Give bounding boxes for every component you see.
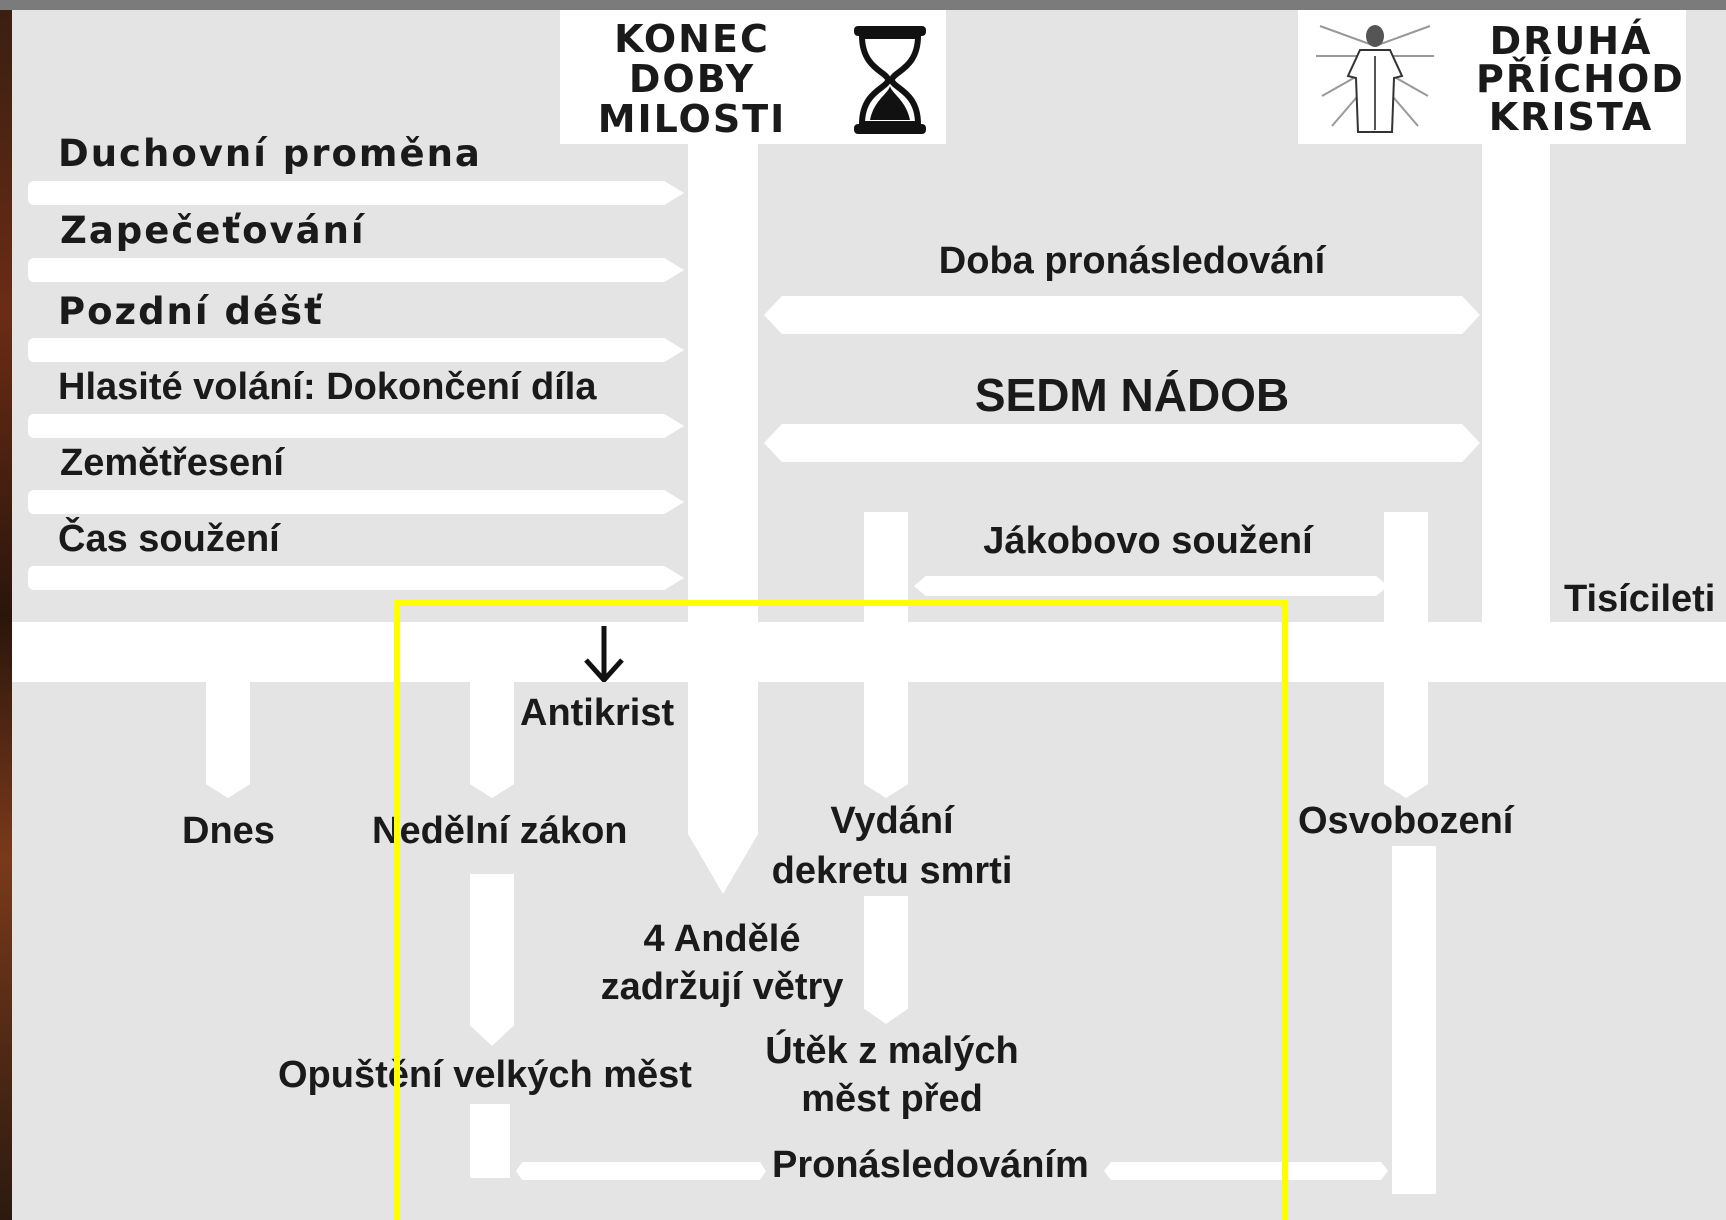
angels-label-line-1: 4 Andělé bbox=[643, 918, 801, 960]
today-label: Dnes bbox=[182, 810, 275, 852]
decree-drop-arrow bbox=[864, 682, 908, 798]
main-timeline bbox=[12, 622, 1726, 682]
diagram-canvas: KONEC DOBY MILOSTI DRUHÁ PŘÍCHOD KRISTA … bbox=[12, 10, 1726, 1220]
end-of-grace-line-1: KONEC bbox=[614, 17, 770, 61]
end-of-grace-line-3: MILOSTI bbox=[597, 97, 787, 141]
second-coming-line-1: DRUHÁ bbox=[1489, 19, 1653, 63]
highlight-box bbox=[394, 600, 1288, 1220]
millennium-label: Tisícileti bbox=[1564, 578, 1716, 620]
left-bar-6 bbox=[28, 566, 684, 590]
left-bar-5 bbox=[28, 490, 684, 514]
left-item-1: Duchovní proměna bbox=[58, 132, 482, 175]
deliverance-label: Osvobození bbox=[1298, 800, 1514, 842]
jacob-trouble-bar bbox=[914, 576, 1388, 596]
left-bar-3 bbox=[28, 338, 684, 362]
persecution-start-post bbox=[470, 1104, 510, 1178]
jesus-figure-icon bbox=[1316, 25, 1434, 133]
deliverance-drop-arrow bbox=[1384, 682, 1428, 798]
flee-label-line-2: měst před bbox=[801, 1078, 983, 1120]
second-coming-column bbox=[1482, 144, 1550, 634]
left-item-2: Zapečeťování bbox=[60, 209, 366, 252]
left-bar-1 bbox=[28, 181, 684, 205]
left-item-3: Pozdní déšť bbox=[58, 290, 324, 333]
seven-bowls-bar bbox=[764, 424, 1480, 462]
end-of-grace-column bbox=[688, 144, 758, 894]
leave-cities-label: Opuštění velkých měst bbox=[278, 1054, 692, 1096]
persecution-label: Doba pronásledování bbox=[938, 240, 1326, 282]
hourglass-icon bbox=[854, 26, 926, 134]
second-coming-line-2: PŘÍCHOD bbox=[1476, 57, 1685, 101]
persecution2-bar-right bbox=[1104, 1162, 1388, 1180]
deliverance-column-lower bbox=[1392, 846, 1436, 1194]
persecution2-bar-left bbox=[516, 1162, 766, 1180]
top-frame bbox=[0, 0, 1726, 10]
end-of-grace-line-2: DOBY bbox=[628, 57, 756, 101]
left-item-6: Čas soužení bbox=[58, 518, 280, 560]
angels-label-line-2: zadržují větry bbox=[600, 966, 844, 1008]
left-item-4: Hlasité volání: Dokončení díla bbox=[58, 366, 597, 408]
left-item-5: Zemětřesení bbox=[60, 442, 284, 484]
second-coming-line-3: KRISTA bbox=[1488, 95, 1654, 139]
decree-label-line-2: dekretu smrti bbox=[771, 850, 1013, 892]
left-image-strip bbox=[0, 10, 12, 1220]
deliverance-column-upper bbox=[1384, 512, 1428, 634]
sunday-law-drop-arrow bbox=[470, 682, 514, 798]
jacob-trouble-label: Jákobovo soužení bbox=[983, 520, 1313, 562]
left-bar-4 bbox=[28, 414, 684, 438]
antichrist-label: Antikrist bbox=[520, 692, 675, 734]
decree-label-line-1: Vydání bbox=[830, 800, 954, 842]
seven-bowls-label: SEDM NÁDOB bbox=[974, 369, 1290, 421]
left-bar-2 bbox=[28, 258, 684, 282]
sunday-law-label: Nedělní zákon bbox=[372, 810, 628, 852]
persecution-bar bbox=[764, 296, 1480, 334]
flee-label-line-1: Útěk z malých bbox=[765, 1030, 1019, 1072]
decree-column-upper bbox=[864, 512, 908, 634]
persecution2-label: Pronásledováním bbox=[772, 1144, 1089, 1186]
today-drop-arrow bbox=[206, 682, 250, 798]
down-arrow-icon bbox=[584, 626, 624, 682]
leave-cities-arrow bbox=[470, 874, 514, 1046]
flee-arrow bbox=[864, 896, 908, 1024]
